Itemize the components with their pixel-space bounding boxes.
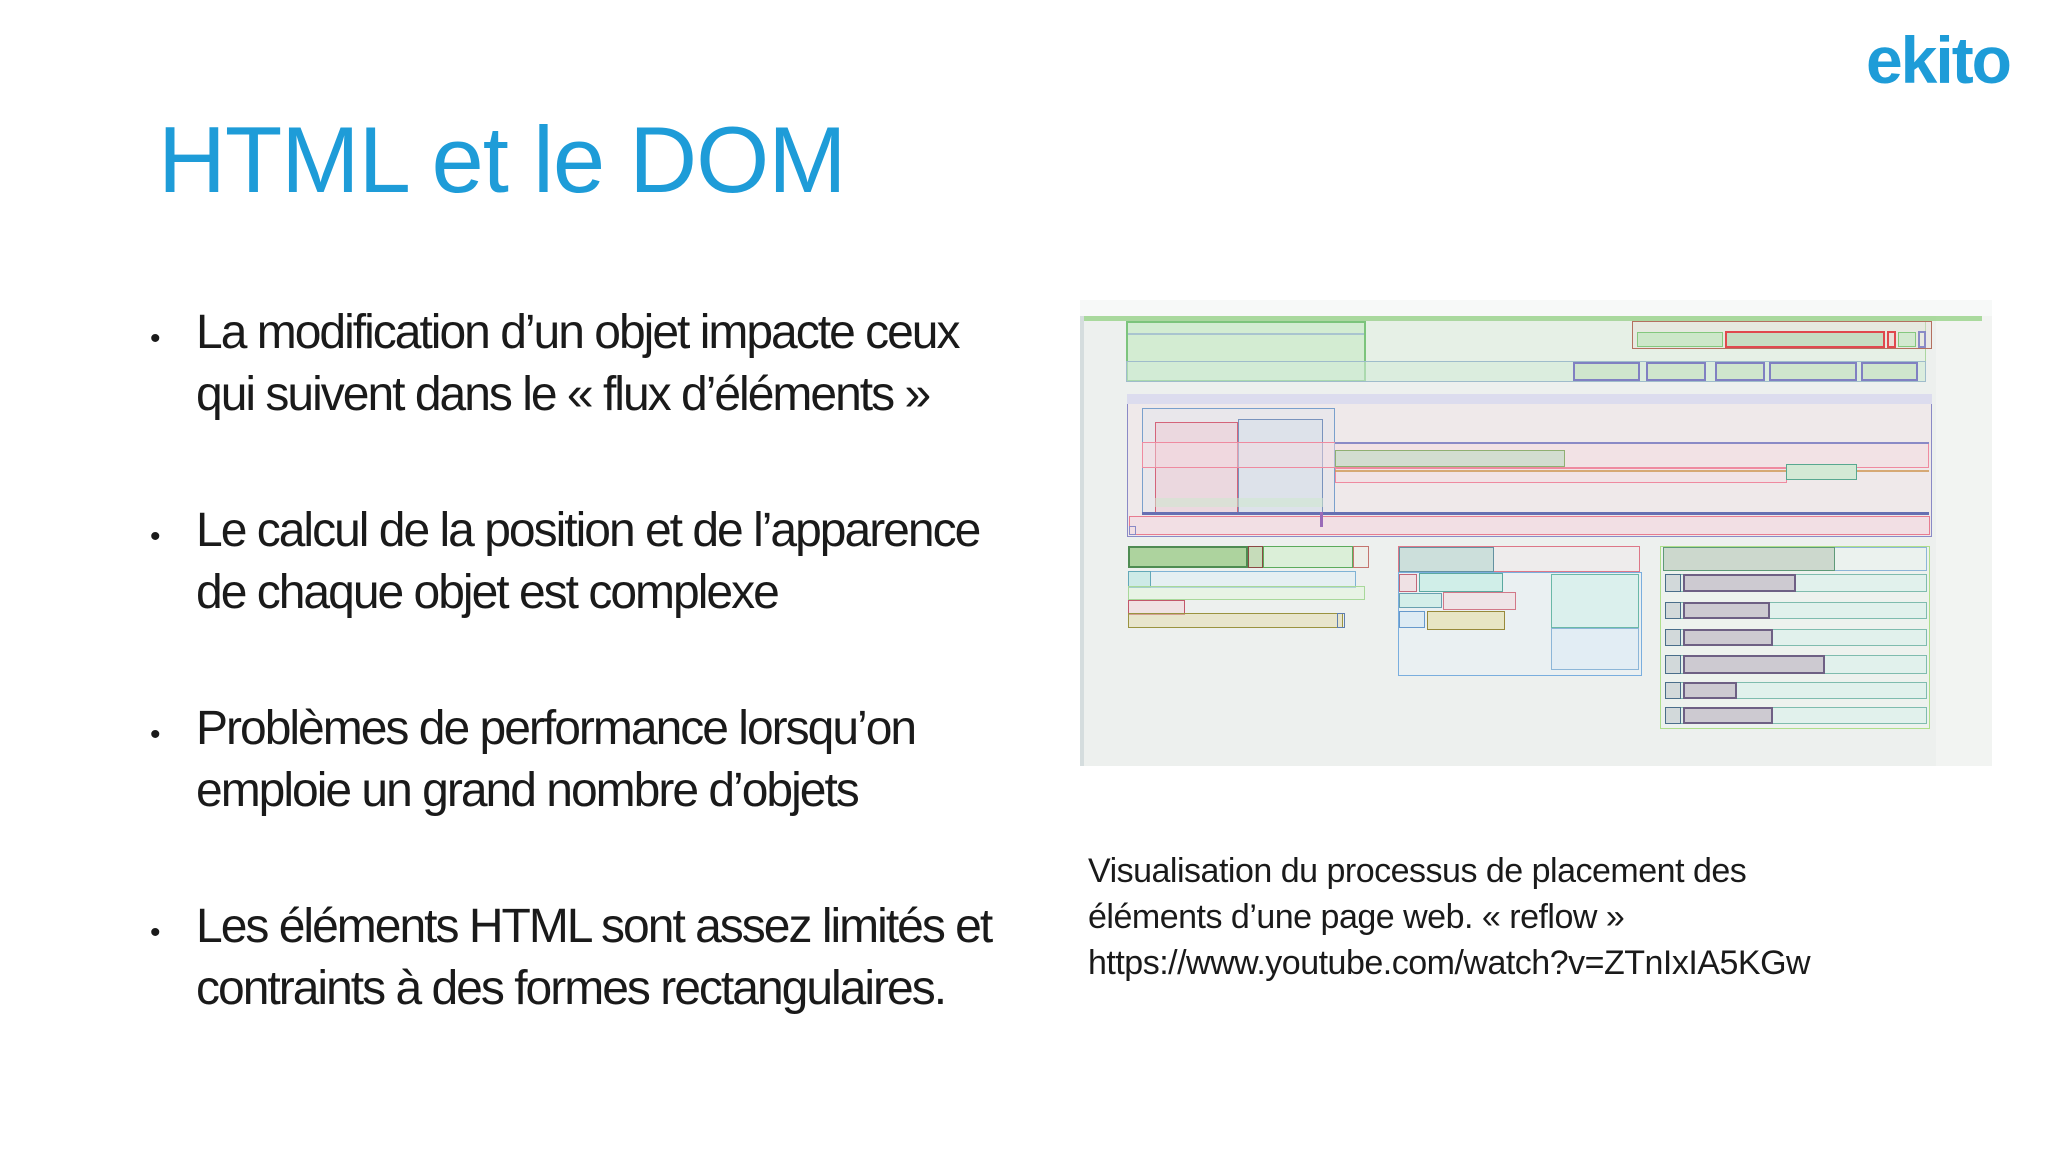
figure-rect	[1665, 574, 1681, 592]
figure-rect	[1084, 316, 1982, 321]
figure-rect	[1127, 394, 1932, 404]
figure-rect	[1683, 602, 1770, 619]
bullet-item: • Le calcul de la position et de l’appare…	[148, 500, 1108, 624]
figure-rect	[1898, 332, 1916, 347]
figure-rect	[1665, 707, 1681, 724]
figure-rect	[1263, 546, 1353, 568]
figure-rect	[1427, 611, 1505, 630]
figure-rect	[1238, 419, 1323, 513]
figure-rect	[1551, 574, 1639, 628]
figure-rect	[1663, 547, 1835, 571]
figure-rect	[1683, 655, 1825, 674]
bullet-text: Les éléments HTML sont assez limités et …	[196, 900, 993, 1015]
figure-rect	[1337, 613, 1345, 628]
figure-rect	[1335, 442, 1929, 444]
youtube-url: https://www.youtube.com/watch?v=ZTnIxIA5…	[1088, 944, 1811, 982]
figure-rect	[1335, 450, 1565, 467]
figure-rect	[1129, 526, 1136, 535]
figure-caption: Visualisation du processus de placement …	[1088, 802, 1968, 1032]
figure-rect	[1936, 316, 1992, 766]
figure-rect	[1861, 362, 1918, 381]
figure-rect	[1129, 516, 1930, 535]
figure-rect	[1786, 464, 1857, 480]
bullet-text: La modification d’un objet impacte ceux …	[196, 306, 960, 421]
figure-rect	[1399, 547, 1494, 572]
figure-rect	[1128, 546, 1248, 568]
figure-caption-text: Visualisation du processus de placement …	[1088, 852, 1747, 936]
figure-rect	[1725, 331, 1885, 348]
figure-rect	[1399, 593, 1442, 608]
bullet-text: Problèmes de performance lorsqu’on emplo…	[196, 702, 917, 817]
figure-rect	[1399, 574, 1417, 592]
figure-rect	[1155, 498, 1323, 507]
figure-rect	[1665, 629, 1681, 646]
figure-rect	[1573, 362, 1640, 381]
figure-rect	[1646, 362, 1706, 381]
figure-rect	[1551, 628, 1639, 670]
figure-rect	[1918, 331, 1926, 348]
figure-rect	[1419, 573, 1503, 592]
figure-rect	[1683, 707, 1773, 724]
page-title: HTML et le DOM	[158, 107, 847, 212]
figure-rect	[1665, 682, 1681, 699]
figure-rect	[1128, 333, 1364, 335]
figure-rect	[1665, 602, 1681, 619]
bullet-dot-icon: •	[150, 718, 161, 751]
figure-rect	[1320, 512, 1323, 527]
figure-rect	[1887, 331, 1896, 348]
figure-rect	[1769, 362, 1857, 381]
bullet-dot-icon: •	[150, 916, 161, 949]
bullet-dot-icon: •	[150, 322, 161, 355]
figure-rect	[1683, 574, 1796, 592]
figure-rect	[1399, 611, 1425, 628]
figure-rect	[1248, 546, 1263, 568]
bullet-dot-icon: •	[150, 520, 161, 553]
figure-rect	[1683, 629, 1773, 646]
bullet-item: • Les éléments HTML sont assez limités et…	[148, 896, 1108, 1020]
figure-rect	[1128, 586, 1365, 600]
figure-rect	[1353, 546, 1369, 568]
figure-rect	[1080, 300, 1992, 316]
figure-rect	[1637, 332, 1723, 347]
figure-rect	[1443, 592, 1516, 610]
bullet-item: • La modification d’un objet impacte ceux…	[148, 302, 1108, 426]
bullet-item: • Problèmes de performance lorsqu’on empl…	[148, 698, 1108, 822]
figure-rect	[1142, 512, 1929, 515]
reflow-figure	[1080, 300, 1992, 766]
figure-rect	[1080, 316, 1084, 766]
ekito-logo: ekito	[1865, 23, 2012, 97]
figure-rect	[1683, 682, 1737, 699]
figure-rect	[1665, 655, 1681, 674]
figure-rect	[1335, 470, 1929, 472]
figure-rect	[1128, 613, 1343, 628]
bullet-list: • La modification d’un objet impacte ceux…	[148, 302, 1108, 1094]
figure-rect	[1715, 362, 1765, 381]
bullet-text: Le calcul de la position et de l’apparen…	[196, 504, 981, 619]
